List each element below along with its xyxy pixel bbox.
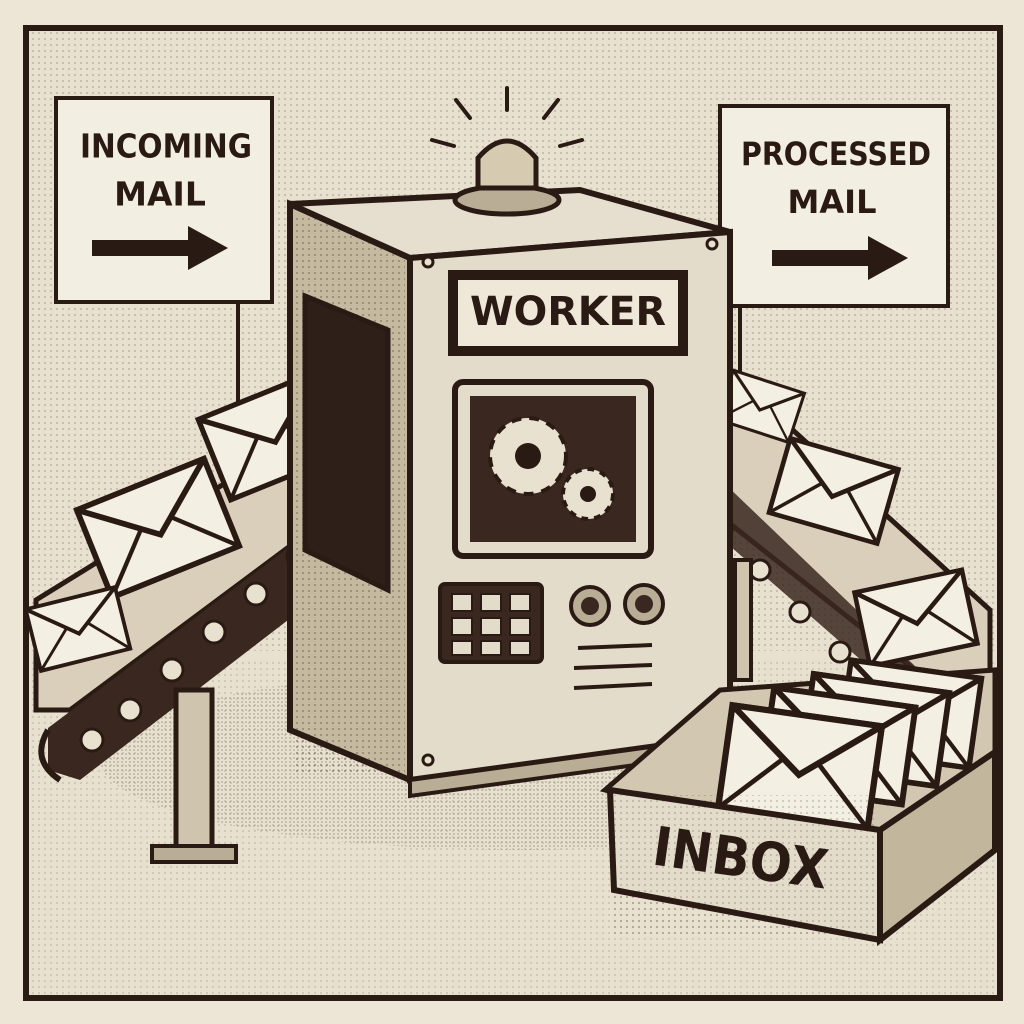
alarm-light-icon	[430, 86, 584, 217]
arrow-right-icon	[772, 236, 908, 280]
arrow-right-icon	[92, 226, 228, 270]
processed-sign-line2: MAIL	[788, 183, 877, 221]
incoming-sign-line1: INCOMING	[80, 127, 252, 166]
machine-keypad	[438, 582, 544, 664]
worker-machine: WORKER	[287, 86, 733, 799]
incoming-sign-line2: MAIL	[114, 175, 206, 214]
worker-label: WORKER	[470, 289, 666, 335]
inbox-tray: INBOX	[599, 660, 998, 947]
gear-icon	[561, 467, 615, 521]
incoming-mail-sign: INCOMING MAIL	[54, 96, 274, 420]
processed-mail-sign: PROCESSED MAIL	[718, 104, 950, 380]
processed-sign-line1: PROCESSED	[741, 135, 931, 173]
gear-icon	[488, 416, 568, 496]
